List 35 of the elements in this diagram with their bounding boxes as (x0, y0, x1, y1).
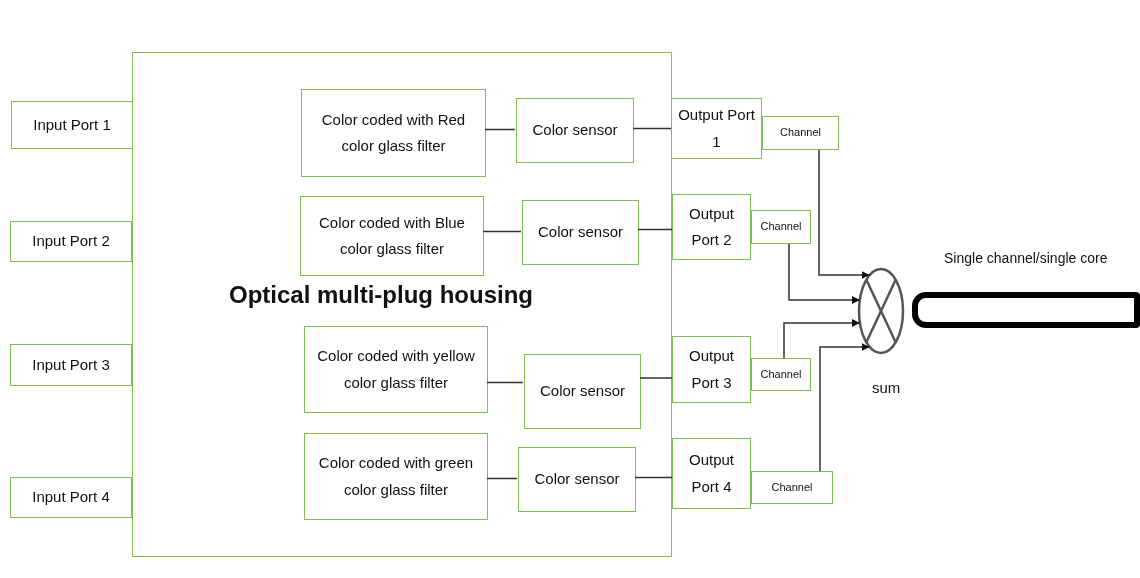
cable-label: Single channel/single core (944, 250, 1108, 266)
sensor-box: Color sensor (516, 98, 634, 163)
channel-box: Channel (751, 471, 833, 504)
input-port-box: Input Port 1 (11, 101, 133, 149)
channel-box: Channel (751, 358, 811, 391)
input-port-box: Input Port 3 (10, 344, 132, 386)
connector-line (639, 377, 673, 379)
connector-line (632, 127, 672, 130)
connector-line (482, 230, 522, 233)
sensor-box: Color sensor (524, 354, 641, 429)
connector-line (486, 381, 524, 384)
output-port-box: Output Port 4 (672, 438, 751, 509)
filter-box: Color coded with green color glass filter (304, 433, 488, 520)
filter-box: Color coded with yellow color glass filter (304, 326, 488, 413)
connector-line (484, 128, 516, 131)
arrow (818, 149, 871, 279)
sensor-box: Color sensor (522, 200, 639, 265)
output-port-box: Output Port 1 (671, 98, 762, 159)
junction-caption: sum (872, 379, 901, 396)
input-port-box: Input Port 2 (10, 221, 132, 262)
input-port-box: Input Port 4 (10, 477, 132, 518)
output-port-box: Output Port 2 (672, 194, 751, 260)
channel-box: Channel (751, 210, 811, 244)
sensor-box: Color sensor (518, 447, 636, 512)
filter-box: Color coded with Red color glass filter (301, 89, 486, 177)
arrow (783, 319, 861, 359)
housing-box (132, 52, 672, 557)
connector-line (486, 477, 518, 480)
housing-title: Optical multi-plug housing (229, 281, 533, 310)
connector-line (634, 476, 673, 479)
output-port-box: Output Port 3 (672, 336, 751, 403)
channel-box: Channel (762, 116, 839, 150)
arrow (819, 343, 871, 472)
connector-line (637, 228, 673, 231)
filter-box: Color coded with Blue color glass filter (300, 196, 484, 276)
